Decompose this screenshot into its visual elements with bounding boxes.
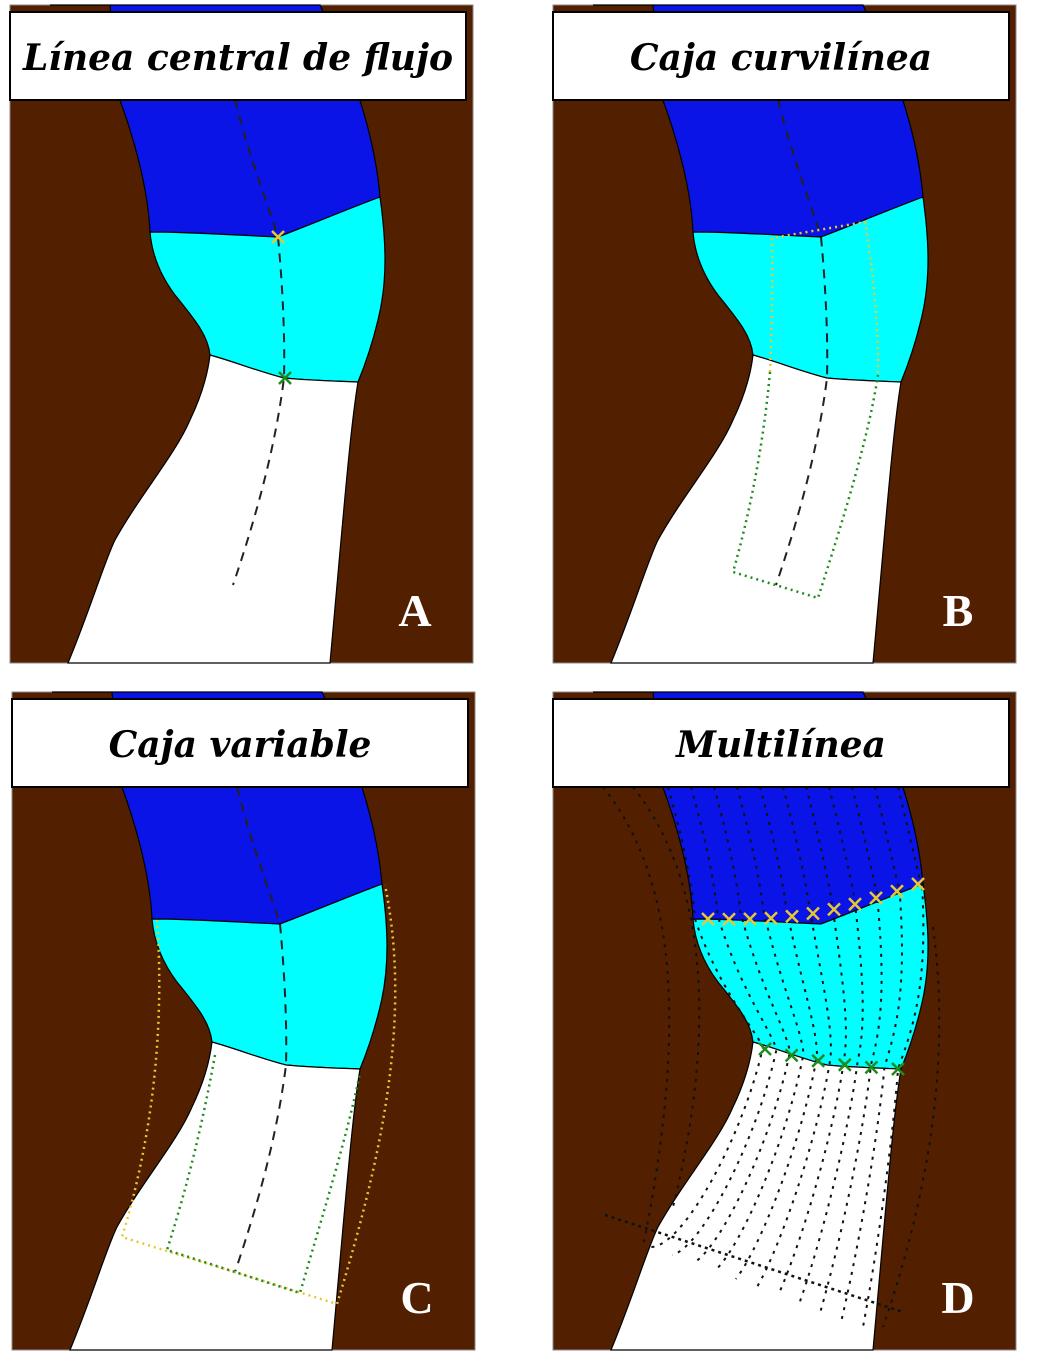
lower-boundary-marker xyxy=(811,1053,826,1068)
upper-boundary-marker xyxy=(271,230,285,244)
panel-letter: B xyxy=(943,585,974,636)
upper-boundary-marker xyxy=(743,912,757,926)
box-upper-outline xyxy=(768,220,880,376)
middle-zone xyxy=(692,196,929,383)
flow-line xyxy=(671,786,778,1256)
lower-zone xyxy=(610,354,902,664)
upper-boundary-marker xyxy=(806,906,820,921)
outer-flow-line xyxy=(882,926,941,1328)
lower-boundary-marker xyxy=(891,1062,905,1076)
lower-boundary-marker xyxy=(837,1057,852,1072)
centerline xyxy=(232,99,286,586)
flow-line xyxy=(840,786,903,1320)
flow-line xyxy=(735,786,819,1280)
middle-zone xyxy=(149,196,386,383)
panel-title: Línea central de flujo xyxy=(22,37,453,79)
upper-boundary-marker xyxy=(764,911,778,926)
panel-letter: D xyxy=(941,1272,974,1323)
lower-boundary-marker xyxy=(758,1042,772,1056)
flow-line xyxy=(692,786,792,1264)
transect-line xyxy=(604,1213,904,1314)
flow-line xyxy=(713,786,805,1272)
flow-line xyxy=(650,786,765,1248)
lower-boundary-marker xyxy=(864,1060,879,1075)
centerline xyxy=(234,786,288,1273)
panel-title: Multilínea xyxy=(674,724,886,766)
lower-zone xyxy=(67,354,359,664)
centerline xyxy=(775,99,829,586)
panel-title: Caja variable xyxy=(109,724,372,766)
middle-zone xyxy=(151,883,388,1070)
upper-boundary-marker xyxy=(890,884,904,899)
title-box xyxy=(11,698,469,788)
lower-boundary-marker xyxy=(278,371,292,385)
panel-letter: A xyxy=(398,585,431,636)
title-box xyxy=(552,11,1010,101)
outer-box-outline xyxy=(120,884,397,1306)
lower-zone xyxy=(610,1041,902,1351)
upper-boundary-marker xyxy=(827,902,841,917)
title-box xyxy=(552,698,1010,788)
upper-boundary-marker xyxy=(701,912,715,926)
lower-boundary-marker xyxy=(784,1048,799,1063)
upper-boundary-marker xyxy=(848,897,862,912)
outer-flow-line xyxy=(632,786,701,1208)
middle-zone xyxy=(692,883,929,1070)
upper-boundary-marker xyxy=(911,877,925,891)
upper-boundary-marker xyxy=(722,912,736,927)
flow-line xyxy=(862,786,925,1328)
lower-zone xyxy=(69,1041,361,1351)
panel-title: Caja curvilínea xyxy=(630,37,932,79)
flow-line xyxy=(756,786,832,1288)
panel-letter: C xyxy=(400,1272,433,1323)
upper-boundary-marker xyxy=(785,909,799,924)
box-lower-outline xyxy=(731,371,880,600)
upper-boundary-marker xyxy=(869,891,883,905)
title-box xyxy=(9,11,467,101)
